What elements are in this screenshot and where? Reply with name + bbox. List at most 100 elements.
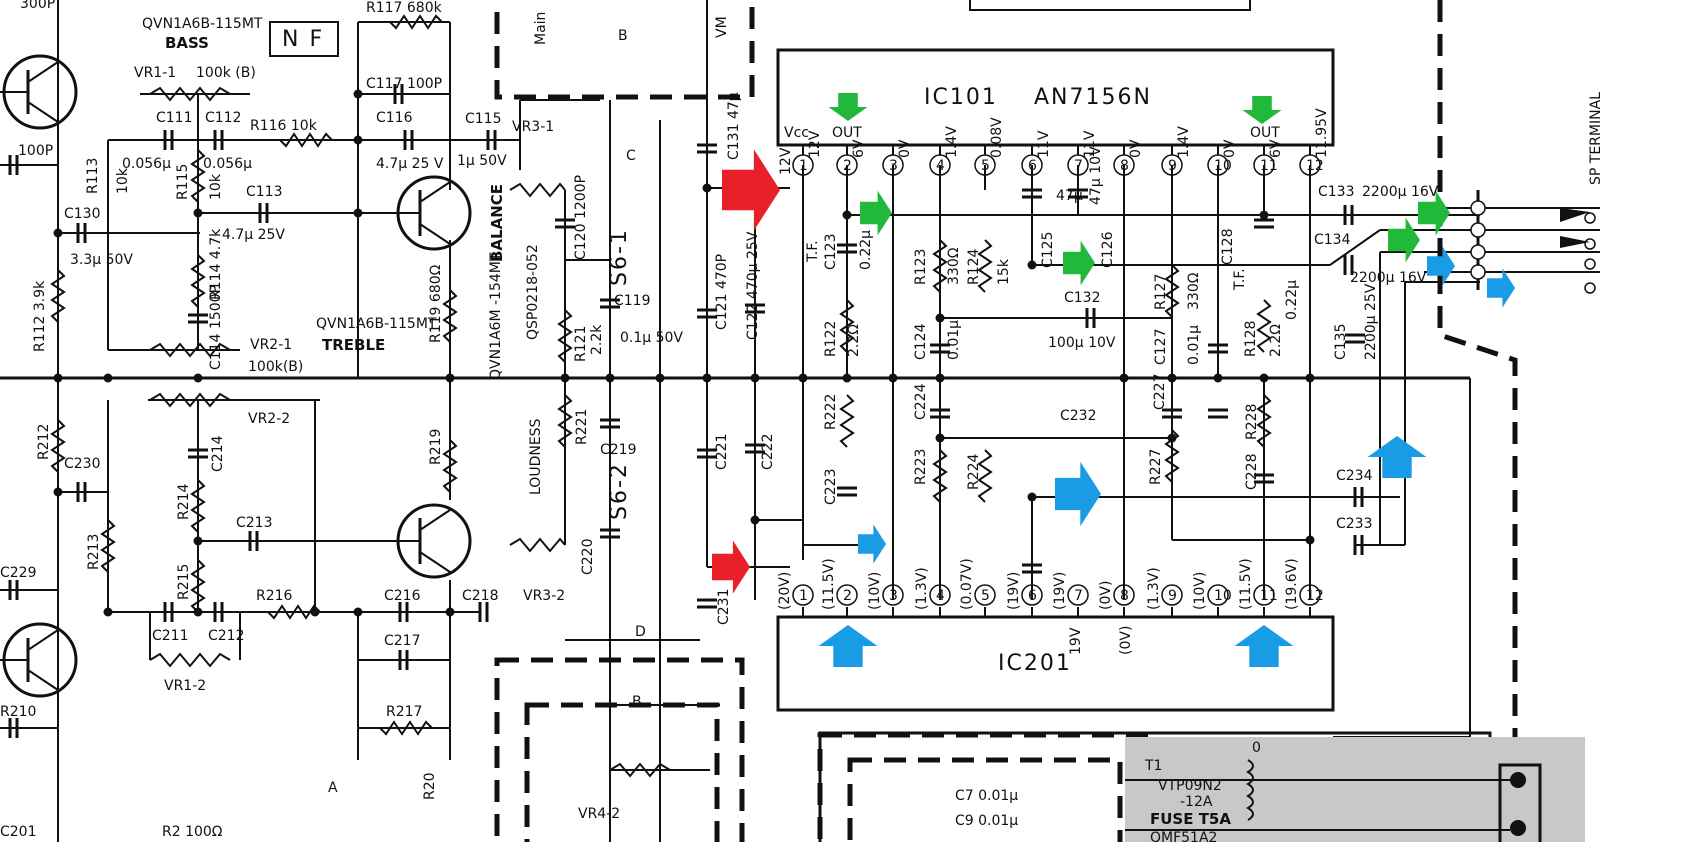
balance-part-label: QVN1A6M -154MT xyxy=(488,252,504,380)
resistor-r114 xyxy=(190,254,206,308)
label-r113-val: 10k xyxy=(115,167,131,194)
signal-arrow-icon xyxy=(1234,625,1294,667)
label-c213: C213 xyxy=(236,515,273,531)
label-c112: C112 xyxy=(205,110,242,126)
junction-dot xyxy=(1027,492,1037,502)
junction-dot xyxy=(1167,433,1177,443)
label-r216: R216 xyxy=(256,588,293,604)
ic201-pin-number: 11 xyxy=(1260,588,1278,604)
resistor-r217 xyxy=(379,720,433,736)
ic201-pin-number: 2 xyxy=(843,588,852,604)
label-c135: C135 xyxy=(1333,324,1349,361)
label-tf: T.F. xyxy=(805,240,821,263)
junction-dot xyxy=(103,373,113,383)
label-c222: C222 xyxy=(760,434,776,471)
s61-label: S6-1 xyxy=(607,228,632,286)
label-zero: 0 xyxy=(1252,740,1261,756)
signal-arrow-icon xyxy=(828,93,868,121)
junction-dot xyxy=(1305,373,1315,383)
label-c9: C9 0.01µ xyxy=(955,813,1018,829)
junction-dot xyxy=(1167,373,1177,383)
resistor-r115 xyxy=(190,149,206,203)
junction-dot xyxy=(798,373,808,383)
label-c227: C227 xyxy=(1152,374,1168,411)
label-c223: C223 xyxy=(823,469,839,506)
ic201-pin-number: 12 xyxy=(1306,588,1324,604)
ic201-pin-voltage: (19V) xyxy=(1052,572,1068,610)
junction-dot xyxy=(1259,373,1269,383)
label-r124-val: 15k xyxy=(996,258,1012,285)
label-point-a: A xyxy=(328,780,338,796)
resistor-r223 xyxy=(932,449,948,503)
junction-dot xyxy=(842,373,852,383)
label-c29: C229 xyxy=(0,565,37,581)
ic201-pin xyxy=(974,584,996,606)
bass-label: BASS xyxy=(165,34,209,52)
label-t1-part: VTP09N2 xyxy=(1158,778,1222,794)
label-r121: R121 xyxy=(573,326,589,362)
label-r128: R128 xyxy=(1243,321,1259,357)
ic201-pin-voltage: (19.6V) xyxy=(1284,558,1300,610)
junction-dot xyxy=(353,135,363,145)
label-r21: R210 xyxy=(0,704,36,720)
dashed-boundaries xyxy=(494,0,1518,842)
junction-dot xyxy=(750,373,760,383)
ic101-pin-voltage: 11.95V xyxy=(1314,108,1330,158)
label-r221: R221 xyxy=(574,409,590,445)
label-c119: C119 xyxy=(614,293,651,309)
junction-dot xyxy=(702,373,712,383)
label-c7: C7 0.01µ xyxy=(955,788,1018,804)
npn-transistor-icon xyxy=(0,622,78,698)
label-c224: C224 xyxy=(913,383,929,420)
label-c123: C123 xyxy=(823,234,839,271)
ic201-name: IC201 xyxy=(998,651,1072,676)
signal-arrow-icon xyxy=(712,540,750,594)
label-c114: C114 1500P xyxy=(208,285,224,370)
label-r222: R222 xyxy=(823,394,839,430)
resistor-r128 xyxy=(1256,299,1272,353)
junction-dot xyxy=(445,607,455,617)
ic201-pin xyxy=(836,584,858,606)
label-c233: C233 xyxy=(1336,516,1373,532)
label-fuse-part: QMF51A2 xyxy=(1150,830,1217,842)
label-r224: R224 xyxy=(966,453,982,490)
junction-dot xyxy=(53,228,63,238)
label-v0: (0V) xyxy=(1118,626,1134,655)
junction-dots xyxy=(53,89,1315,617)
resistor-r219 xyxy=(442,439,458,493)
label-r123: R123 xyxy=(913,249,929,285)
label-c111: C111 xyxy=(156,110,193,126)
resistor-r224 xyxy=(977,449,993,503)
label-c121: C121 470P xyxy=(714,254,730,330)
junction-dot xyxy=(353,208,363,218)
junction-dot xyxy=(1213,373,1223,383)
switch-part-label: QSP0218-052 xyxy=(525,244,541,340)
resistor-r214 xyxy=(190,479,206,533)
label-c115: C115 xyxy=(465,111,502,127)
label-r117: R117 680k xyxy=(366,0,443,16)
resistor-r216 xyxy=(267,604,321,620)
junction-dot xyxy=(445,373,455,383)
signal-arrow-icon xyxy=(1388,217,1420,263)
npn-transistor-icon xyxy=(0,54,78,130)
signal-arrows xyxy=(712,93,1515,667)
label-c112-val: 0.056µ xyxy=(203,156,252,172)
label-c132: C132 xyxy=(1064,290,1101,306)
resistor-r222 xyxy=(839,394,855,448)
label-r213: R213 xyxy=(86,534,102,570)
label-c133-val: 2200µ 16V xyxy=(1362,184,1439,200)
label-c13: C113 xyxy=(246,184,283,200)
label-c119-val: 0.1µ 50V xyxy=(620,330,683,346)
label-point-b: B xyxy=(632,694,642,710)
label-c134-val: 2200µ 16V xyxy=(1350,270,1427,286)
label-r122: R122 xyxy=(823,321,839,357)
sp-terminal-label: SP TERMINAL xyxy=(1588,92,1604,185)
label-vr21-val: 100k(B) xyxy=(248,359,303,375)
ic101-out-right-label: OUT xyxy=(1250,125,1280,141)
ic201-pin-voltage: (1.3V) xyxy=(1146,567,1162,610)
ic101-pin-voltage: 6V xyxy=(1268,139,1284,158)
junction-dot xyxy=(1119,373,1129,383)
label-r115: R115 xyxy=(175,164,191,200)
label-r114: R114 4.7k xyxy=(208,228,224,300)
